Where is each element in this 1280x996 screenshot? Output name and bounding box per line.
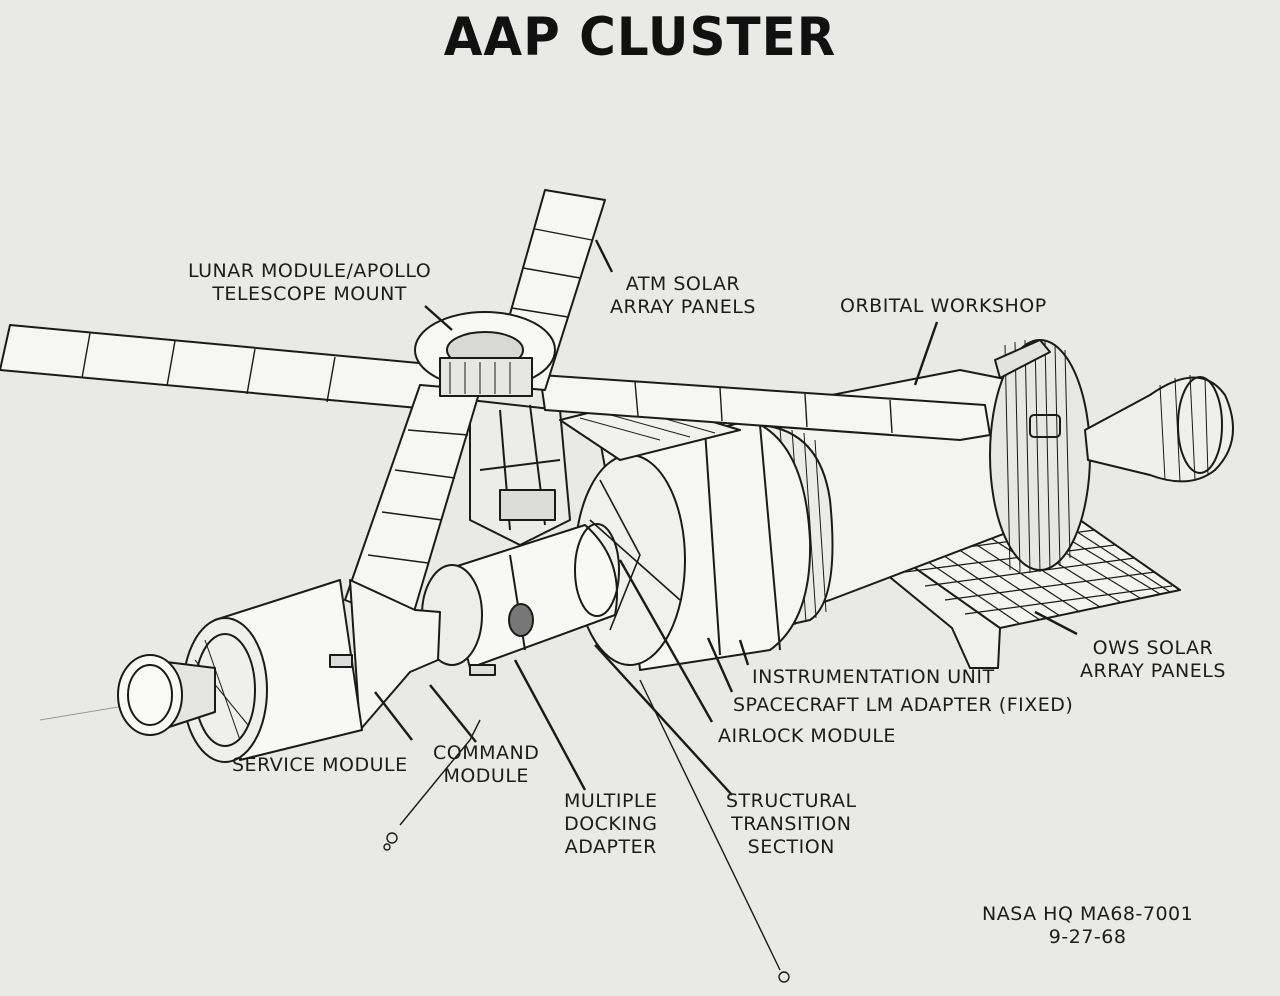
sps-engine-bell: [117, 654, 216, 736]
leader-lines: [374, 239, 1078, 796]
tether-lines: [383, 679, 790, 983]
label-mda-line1: MULTIPLE: [564, 790, 658, 812]
atm-truss: [469, 399, 571, 546]
label-sts-line3: SECTION: [747, 836, 835, 858]
label-slm-adapter: SPACECRAFT LM ADAPTER (FIXED): [733, 694, 1074, 716]
telescope-mount: [414, 311, 556, 397]
diagram-title: AAP CLUSTER: [443, 6, 837, 68]
label-airlock-module: AIRLOCK MODULE: [718, 725, 896, 747]
label-instrumentation-unit: INSTRUMENTATION UNIT: [752, 666, 995, 688]
label-lm-atm-line2: TELESCOPE MOUNT: [212, 283, 407, 305]
service-module-body: [182, 579, 363, 763]
label-mda-line2: DOCKING: [564, 813, 658, 835]
label-ows-solar: OWS SOLAR ARRAY PANELS: [1080, 637, 1226, 683]
label-command-module-line2: MODULE: [443, 765, 529, 787]
label-service-module: SERVICE MODULE: [232, 754, 408, 776]
label-atm-solar-line1: ATM SOLAR: [625, 273, 741, 295]
label-ows-solar-line2: ARRAY PANELS: [1080, 660, 1226, 682]
label-atm-solar-line2: ARRAY PANELS: [610, 296, 756, 318]
caption-id: NASA HQ MA68-7001: [982, 903, 1194, 925]
label-lm-atm-line1: LUNAR MODULE/APOLLO: [188, 260, 432, 282]
label-sts-line2: TRANSITION: [731, 813, 852, 835]
label-atm-solar: ATM SOLAR ARRAY PANELS: [610, 273, 756, 319]
label-mda-line3: ADAPTER: [564, 836, 657, 858]
label-orbital-workshop: ORBITAL WORKSHOP: [840, 295, 1047, 317]
docking-adapter-body: [421, 523, 620, 676]
label-sts-line1: STRUCTURAL: [726, 790, 857, 812]
label-multiple-docking-adapter: MULTIPLE DOCKING ADAPTER: [564, 790, 658, 859]
label-command-module: COMMAND MODULE: [433, 742, 539, 788]
label-structural-transition-section: STRUCTURAL TRANSITION SECTION: [726, 790, 857, 859]
label-ows-solar-line1: OWS SOLAR: [1092, 637, 1214, 659]
label-lm-atm: LUNAR MODULE/APOLLO TELESCOPE MOUNT: [188, 260, 431, 306]
label-command-module-line1: COMMAND: [433, 742, 540, 764]
caption-date: 9-27-68: [1048, 926, 1127, 948]
caption: NASA HQ MA68-7001 9-27-68: [982, 903, 1193, 949]
